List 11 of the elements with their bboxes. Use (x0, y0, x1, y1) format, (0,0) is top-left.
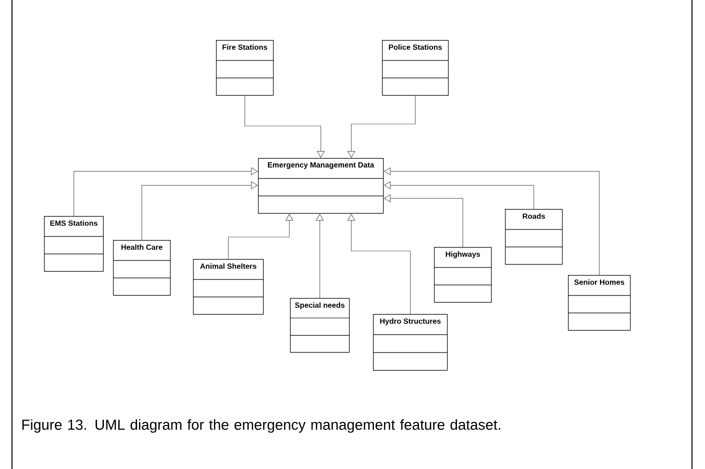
generalization-arrow (228, 214, 294, 260)
generalization-arrow (384, 167, 600, 276)
generalization-arrow (347, 214, 411, 314)
generalization-arrow (74, 167, 258, 216)
generalization-arrow (316, 214, 324, 298)
generalization-arrow (384, 181, 534, 210)
caption: Figure 13. UML diagram for the emergency management feature dataset. (22, 419, 500, 433)
generalization-arrow (347, 95, 416, 158)
generalization-arrow (384, 194, 464, 248)
generalization-arrow (142, 181, 258, 240)
generalization-arrow (244, 95, 325, 158)
